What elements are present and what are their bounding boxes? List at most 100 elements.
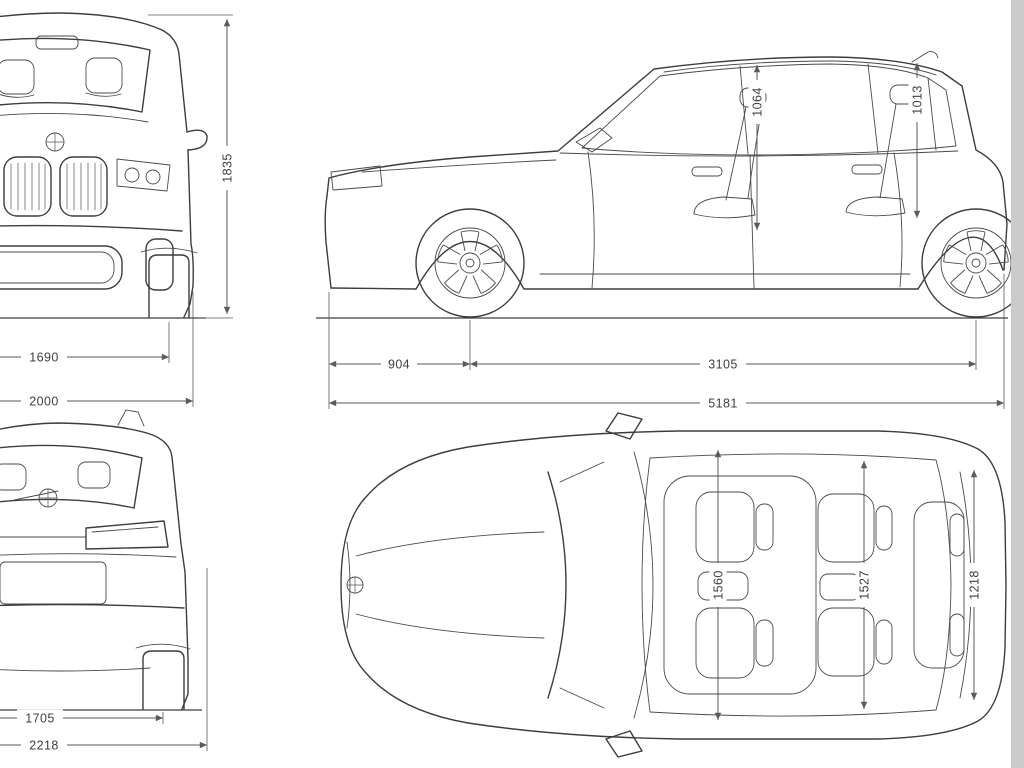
door-mirror — [575, 127, 613, 153]
right-edge-strip — [1011, 0, 1024, 768]
overall-length-dimension-label: 5181 — [700, 394, 746, 412]
front-interior-width-label: 1560 — [709, 563, 727, 607]
interior-mirror — [35, 35, 79, 50]
front-seat-cushion — [695, 491, 755, 563]
license-plate-recess — [0, 561, 107, 605]
second-row-seat-cushion — [817, 607, 875, 677]
side-rear-wheel — [921, 208, 1024, 318]
windshield — [0, 37, 151, 113]
greenhouse-outline — [581, 63, 957, 156]
roof-outline — [641, 453, 952, 717]
third-row-headrest — [949, 513, 965, 557]
bumper-top-line — [0, 603, 185, 609]
plan-body-outline — [340, 430, 1007, 740]
seat-shoulders — [0, 92, 122, 98]
wheelbase-dimension-label: 3105 — [700, 355, 746, 373]
hub — [459, 252, 481, 274]
side-headlight — [330, 165, 383, 191]
b-pillar — [739, 65, 749, 155]
lower-air-intake-inner — [0, 251, 115, 284]
rear-headrest — [77, 461, 111, 489]
third-row-bench — [913, 501, 965, 669]
front-body-outline — [0, 12, 188, 133]
hub — [965, 252, 987, 274]
hood-line — [361, 159, 557, 173]
wheel-spokes — [943, 230, 1009, 294]
rear-door-seam — [893, 152, 903, 288]
taillight-detail — [91, 526, 159, 533]
grille-left-kidney — [3, 156, 52, 217]
hub-cap — [465, 258, 475, 268]
wheel-spokes — [437, 230, 503, 294]
hood-crease — [355, 531, 545, 639]
side-view: 1064 1013 904 3105 5181 — [316, 51, 1024, 412]
dimension-value: 904 — [388, 358, 410, 372]
right-headlight — [116, 158, 171, 192]
hood-crease — [0, 113, 149, 123]
underbody — [330, 287, 417, 290]
front-track-dimension-label: 1690 — [21, 348, 67, 366]
rear-track-dimension-label: 1705 — [17, 709, 63, 727]
rear-seat-back — [879, 103, 897, 199]
front-overhang-dimension-label: 904 — [381, 355, 417, 373]
mirror-width-dimension-label: 2218 — [21, 736, 67, 754]
tire — [415, 208, 525, 318]
headlight-lens — [145, 169, 161, 185]
brand-roundel-quarters — [45, 132, 65, 152]
brand-roundel-quarters — [346, 576, 364, 594]
top-view: 1560 1527 1218 — [340, 412, 1007, 758]
front-door-handle — [691, 166, 723, 177]
right-door-mirror — [186, 129, 208, 151]
front-view: 1835 1690 2000 — [0, 12, 236, 410]
hub-cap — [971, 258, 981, 268]
door-mirror-bottom — [605, 730, 643, 758]
front-body-side — [183, 149, 194, 318]
dimension-value: 2218 — [29, 739, 58, 753]
grille-right-kidney — [59, 156, 108, 217]
front-seat-cushion — [693, 196, 756, 219]
front-width-dimension-label: 2000 — [21, 392, 67, 410]
grille-slats — [10, 162, 102, 211]
side-body-outline — [326, 56, 1008, 271]
right-headrest — [85, 57, 123, 94]
front-door-seam — [587, 151, 595, 289]
rear-door-handle — [851, 164, 883, 175]
door-mirror-top — [605, 412, 643, 440]
rear-window — [0, 444, 143, 509]
dimension-value: 1835 — [221, 153, 235, 182]
antenna-fin — [911, 51, 939, 63]
dimension-value: 1527 — [858, 570, 872, 599]
rim — [434, 227, 506, 299]
roof-rail — [663, 60, 937, 76]
panoramic-sunroof — [663, 475, 817, 695]
rear-headroom-dimension-label: 1013 — [908, 78, 926, 122]
dimension-value: 1218 — [968, 570, 982, 599]
dimension-value: 5181 — [708, 397, 737, 411]
front-fascia — [324, 195, 332, 289]
wiper — [559, 461, 605, 709]
dimension-value: 1690 — [29, 351, 58, 365]
front-seat-headrest — [755, 619, 774, 667]
rear-body-outline — [0, 422, 189, 710]
wheel-arch — [140, 247, 198, 254]
left-headrest — [0, 59, 35, 95]
front-seat-cushion — [695, 607, 755, 679]
windshield-cowl-arc — [547, 471, 567, 699]
dimension-value: 3105 — [708, 358, 737, 372]
right-taillight — [85, 520, 169, 550]
door-split-seam — [749, 154, 755, 289]
middle-interior-width-label: 1527 — [855, 563, 873, 607]
rear-interior-width-label: 1218 — [965, 563, 983, 607]
roof-front-arc — [633, 451, 654, 719]
dimension-value: 2000 — [29, 395, 58, 409]
rear-seat-cushion — [845, 196, 906, 217]
second-row-seat-cushion — [817, 493, 875, 563]
tire — [921, 208, 1024, 318]
extension-line — [328, 274, 1005, 409]
rear-wheel-arch — [917, 236, 1004, 290]
second-row-headrest — [875, 619, 893, 665]
lower-air-intake — [0, 245, 123, 290]
extension-line — [148, 14, 233, 319]
